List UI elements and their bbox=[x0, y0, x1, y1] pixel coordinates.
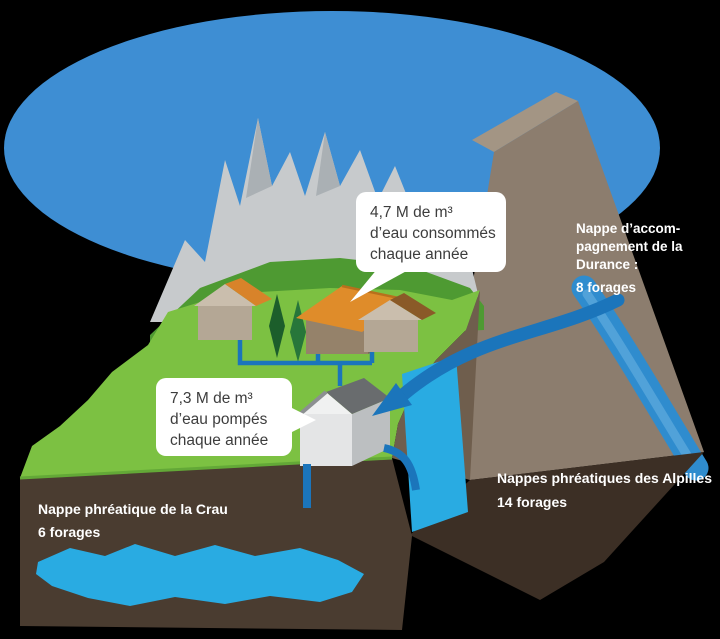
water-pipes bbox=[237, 340, 375, 386]
label-alpilles-line1: Nappes phréatiques des Alpilles bbox=[497, 470, 712, 486]
house-main-roof bbox=[296, 286, 408, 332]
underground-right-block bbox=[410, 452, 704, 600]
house-right-roof bbox=[390, 293, 436, 320]
label-durance-line4: 8 forages bbox=[576, 280, 636, 295]
label-durance-line3: Durance : bbox=[576, 257, 638, 272]
transfer-arrow bbox=[372, 293, 625, 416]
callout-pumped-line1: 7,3 M de m³ bbox=[170, 390, 253, 407]
callout-consumed-tail bbox=[350, 268, 412, 302]
label-alpilles-line2: 14 forages bbox=[497, 494, 567, 510]
label-crau-line2: 6 forages bbox=[38, 524, 100, 540]
pump-station-front-wall bbox=[300, 414, 352, 466]
house-left bbox=[194, 278, 272, 340]
callout-pumped-tail bbox=[288, 406, 316, 434]
pump-station-side-wall bbox=[352, 398, 390, 466]
underground-soil bbox=[20, 458, 412, 630]
house-left-wall bbox=[198, 306, 252, 340]
crau-aquifer bbox=[36, 544, 364, 606]
transfer-arrow-head bbox=[372, 383, 412, 416]
callout-consumed-line1: 4,7 M de m³ bbox=[370, 204, 453, 221]
callout-consumed-line3: chaque année bbox=[370, 246, 468, 263]
house-left-roof bbox=[225, 278, 272, 306]
pump-station-gable bbox=[300, 392, 352, 414]
label-crau-line1: Nappe phréatique de la Crau bbox=[38, 501, 228, 517]
callout-pumped-line2: d’eau pompés bbox=[170, 411, 268, 428]
house-right-wall bbox=[364, 320, 418, 352]
callout-consumed-box bbox=[356, 192, 506, 272]
house-left-gable bbox=[194, 284, 256, 306]
label-durance-line1: Nappe d’accom- bbox=[576, 221, 680, 236]
house-right-gable bbox=[358, 300, 422, 320]
cliff-top-ridge bbox=[472, 92, 578, 152]
house-right bbox=[358, 293, 436, 352]
label-durance: Nappe d’accom- pagnement de la Durance :… bbox=[576, 221, 683, 295]
callout-pumped-box bbox=[156, 378, 292, 456]
intake-pipe-alpilles bbox=[383, 444, 420, 491]
label-alpilles: Nappes phréatiques des Alpilles 14 forag… bbox=[497, 470, 712, 510]
cypress-tree bbox=[290, 300, 306, 362]
callout-consumed-line2: d’eau consommés bbox=[370, 225, 496, 242]
label-durance-line2: pagnement de la bbox=[576, 239, 683, 254]
mountain-shadow bbox=[246, 118, 272, 198]
pump-station-roof bbox=[326, 378, 390, 414]
callout-pumped: 7,3 M de m³ d’eau pompés chaque année bbox=[156, 378, 316, 456]
callout-consumed: 4,7 M de m³ d’eau consommés chaque année bbox=[350, 192, 506, 302]
pump-station-fascia bbox=[297, 390, 328, 417]
callout-pumped-line3: chaque année bbox=[170, 432, 268, 449]
cypress-tree bbox=[269, 294, 285, 358]
pump-station bbox=[297, 378, 390, 466]
mountain-shadow bbox=[316, 132, 340, 196]
label-crau: Nappe phréatique de la Crau 6 forages bbox=[38, 501, 228, 540]
transfer-arrow-shaft bbox=[397, 293, 625, 401]
